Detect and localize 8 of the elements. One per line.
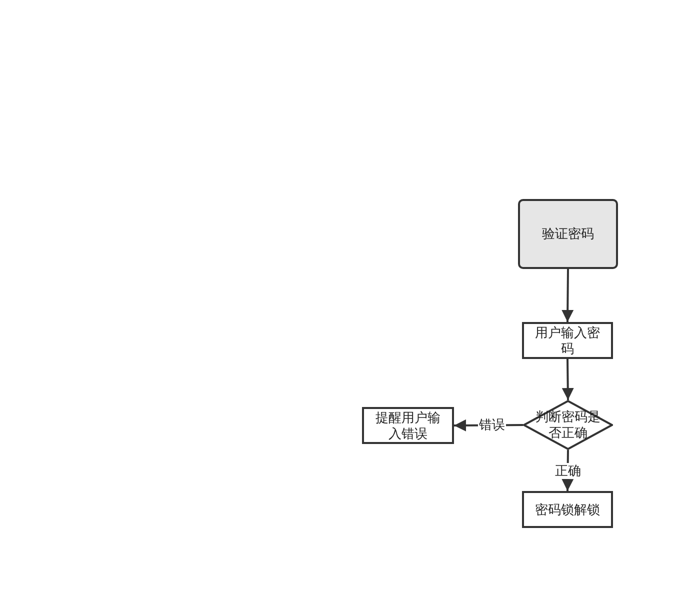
arrow <box>562 358 574 400</box>
process-box: 提醒用户输入错误 <box>362 407 454 444</box>
start-box: 验证密码 <box>518 199 618 269</box>
edge-label: 正确 <box>554 462 582 478</box>
arrow <box>562 268 574 322</box>
edge-label: 错误 <box>478 417 506 434</box>
process-box: 用户输入密码 <box>522 322 613 359</box>
process-box: 密码锁解锁 <box>522 491 613 528</box>
